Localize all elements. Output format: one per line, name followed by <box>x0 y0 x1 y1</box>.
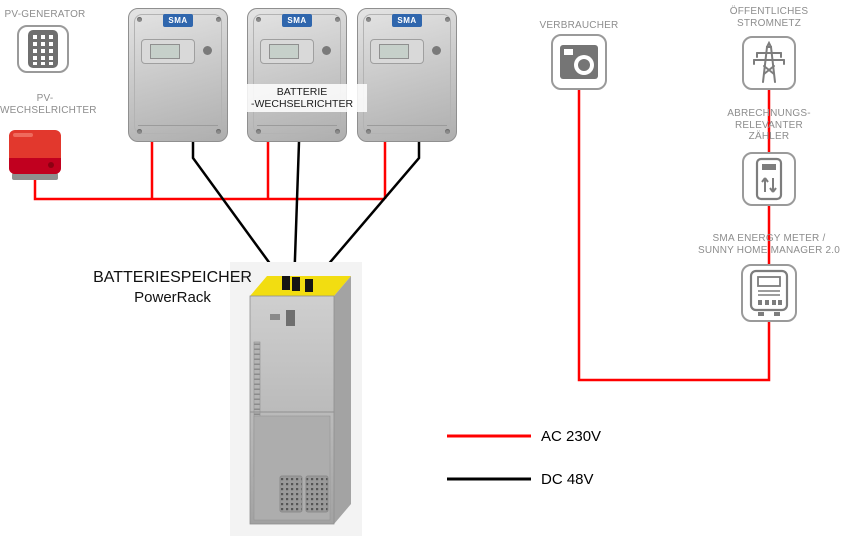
legend-dc-label: DC 48V <box>541 471 594 488</box>
screw-icon <box>445 17 450 22</box>
ac-wires-grid <box>577 90 771 382</box>
screw-icon <box>366 129 371 134</box>
screw-icon <box>335 17 340 22</box>
sma-logo: SMA <box>163 14 193 27</box>
screw-icon <box>445 129 450 134</box>
screw-icon <box>366 17 371 22</box>
inverter-faceplate <box>253 14 341 134</box>
inverter-button <box>432 46 441 55</box>
cabinet-side <box>334 276 351 524</box>
battery-inverter-label: BATTERIE -WECHSELRICHTER <box>237 84 367 112</box>
public-grid-node <box>742 36 796 90</box>
solar-panel-icon <box>28 30 58 68</box>
sma-logo: SMA <box>392 14 422 27</box>
legend-ac-label: AC 230V <box>541 428 602 445</box>
dc-terminal <box>282 276 290 290</box>
cabinet-top-yellow <box>250 276 351 296</box>
ac-wires <box>33 142 387 201</box>
vent-grille <box>279 475 303 513</box>
inverter-seam <box>138 125 218 126</box>
energy-meter-icon <box>749 269 789 316</box>
inverter-faceplate <box>363 14 451 134</box>
energy-meter-label: SMA ENERGY METER / SUNNY HOME MANAGER 2.… <box>697 233 841 256</box>
battery-cabinet-graphic <box>230 262 362 536</box>
battery-inverter-unit-3: SMA <box>357 8 457 142</box>
vent-grille <box>305 475 329 513</box>
screw-icon <box>137 17 142 22</box>
inverter-display <box>260 39 314 64</box>
pv-generator-node <box>17 25 69 73</box>
energy-meter-node <box>741 264 797 322</box>
power-pylon-icon <box>753 41 785 83</box>
consumer-label: VERBRAUCHER <box>539 20 619 31</box>
red-inverter-icon <box>9 130 61 180</box>
public-grid-label: ÖFFENTLICHES STROMNETZ <box>729 6 809 29</box>
pv-inverter-label: PV- WECHSELRICHTER <box>0 93 97 116</box>
battery-inverter-unit-2: SMA <box>247 8 347 142</box>
billing-meter-label: ABRECHNUNGS- RELEVANTER ZÄHLER <box>727 108 811 142</box>
inverter-seam <box>367 125 447 126</box>
screw-icon <box>137 129 142 134</box>
utility-meter-icon <box>755 157 783 201</box>
screw-icon <box>216 17 221 22</box>
inverter-screen <box>379 44 409 59</box>
billing-meter-node <box>742 152 796 206</box>
pv-inverter-device <box>8 128 62 182</box>
inverter-display <box>141 39 195 64</box>
battery-storage-label: BATTERIESPEICHER PowerRack <box>93 269 252 306</box>
inverter-seam <box>257 125 337 126</box>
cabinet-label-plate <box>270 314 280 320</box>
inverter-display <box>370 39 424 64</box>
dc-terminal <box>292 277 300 291</box>
consumer-node <box>551 34 607 90</box>
inverter-screen <box>269 44 299 59</box>
inverter-faceplate <box>134 14 222 134</box>
battery-cabinet <box>230 262 362 536</box>
washing-machine-icon <box>560 45 598 79</box>
screw-icon <box>256 129 261 134</box>
screw-icon <box>256 17 261 22</box>
battery-inverter-unit-1: SMA <box>128 8 228 142</box>
cabinet-switch <box>286 310 295 326</box>
screw-icon <box>216 129 221 134</box>
dc-terminal <box>305 279 313 292</box>
pv-generator-label: PV-GENERATOR <box>4 9 86 20</box>
sma-logo: SMA <box>282 14 312 27</box>
screw-icon <box>335 129 340 134</box>
inverter-button <box>203 46 212 55</box>
inverter-screen <box>150 44 180 59</box>
inverter-button <box>322 46 331 55</box>
